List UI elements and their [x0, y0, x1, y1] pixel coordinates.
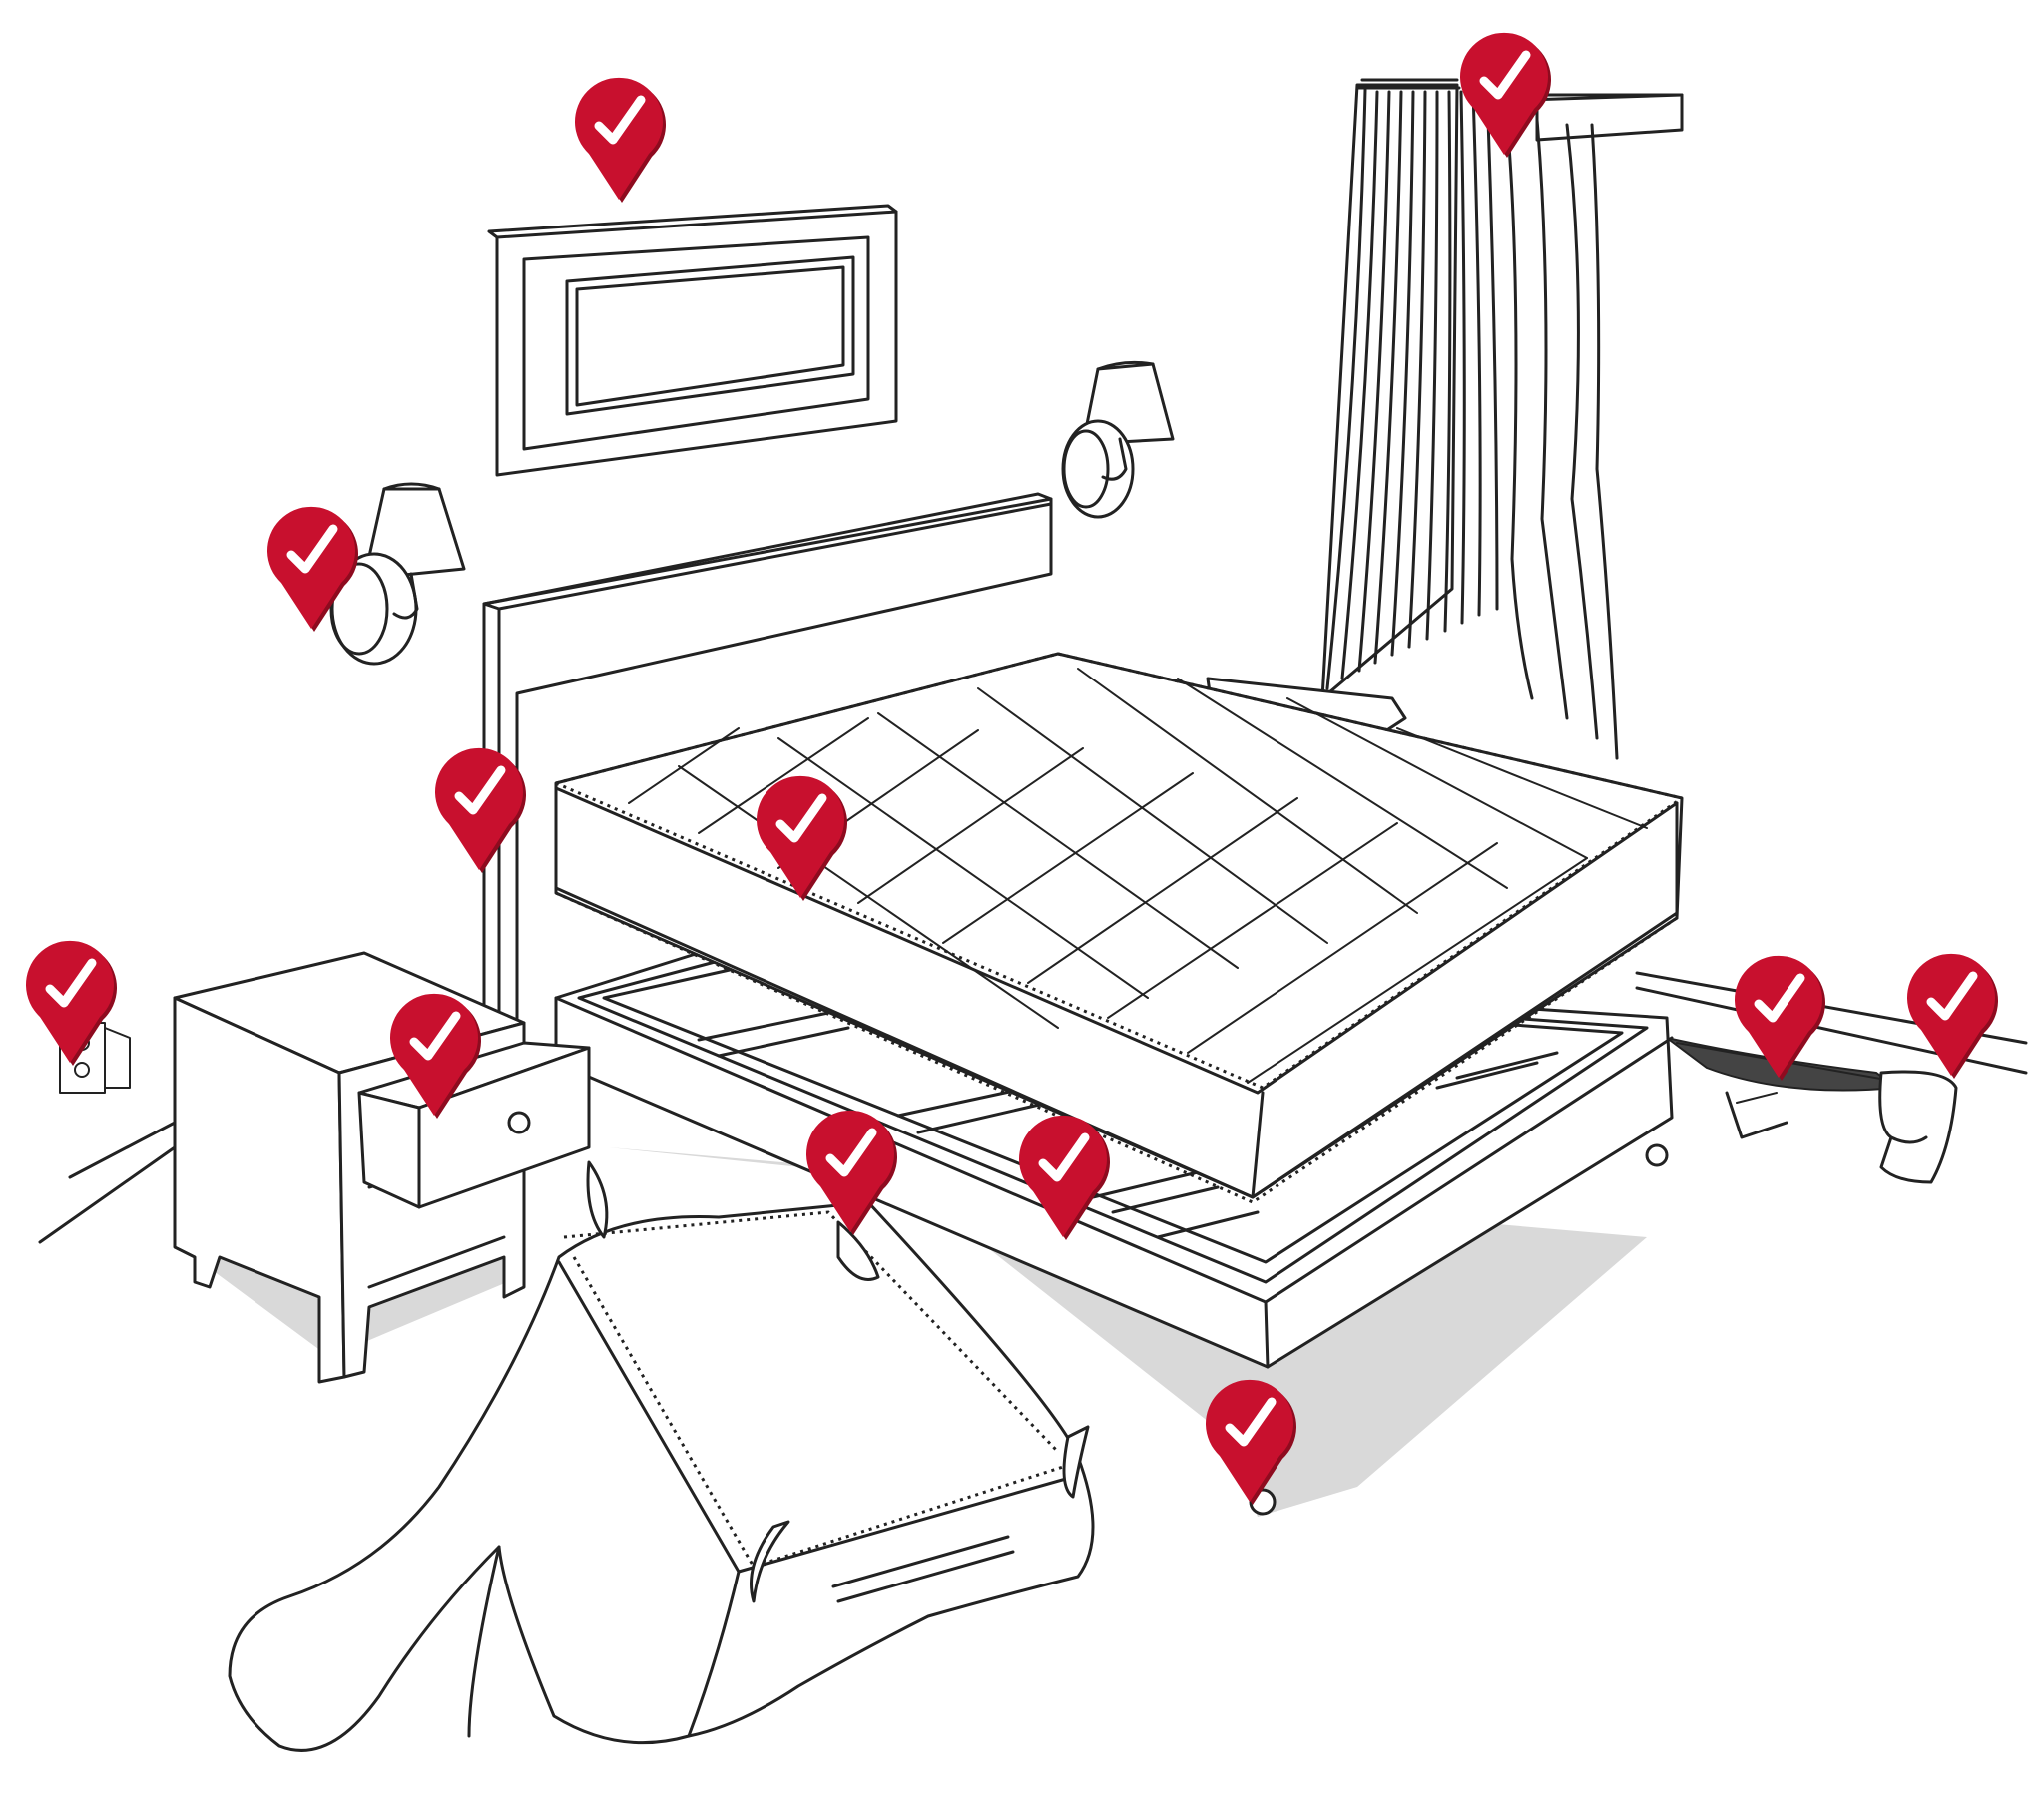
pin-bed-leg [1206, 1379, 1296, 1505]
pin-picture-frame [575, 77, 666, 203]
pin-curtain-rod [1460, 32, 1551, 159]
check-icon [1926, 971, 1978, 1021]
pin-electrical-outlet [26, 940, 118, 1066]
pin-box-spring-underside [806, 1110, 897, 1235]
check-icon [825, 1128, 877, 1177]
wall-lamp-right [1061, 360, 1175, 519]
pin-markers [26, 32, 1998, 1505]
check-icon [594, 95, 646, 145]
pin-headboard [435, 747, 526, 873]
wallpaper-peel [1878, 1070, 1958, 1184]
check-icon [1754, 973, 1805, 1023]
wall-lamp-left [329, 482, 466, 666]
pin-carpet-edge [1735, 955, 1825, 1081]
check-icon [286, 524, 338, 574]
check-icon [454, 765, 506, 815]
check-icon [775, 793, 827, 843]
check-icon [1225, 1397, 1277, 1447]
pin-bed-slats [1019, 1115, 1110, 1240]
mattress [554, 652, 1684, 1204]
curtain [1320, 78, 1684, 760]
check-icon [45, 958, 97, 1008]
check-icon [409, 1011, 461, 1061]
flipped-box-spring-fabric [228, 1160, 1095, 1752]
pin-mattress-top [757, 775, 847, 901]
check-icon [1479, 50, 1531, 100]
picture-frame [487, 204, 898, 477]
check-icon [1038, 1132, 1090, 1182]
nightstand [173, 951, 591, 1384]
pin-wallpaper-peel [1907, 953, 1998, 1079]
pin-nightstand-drawer [390, 993, 481, 1119]
pin-wall-lamp [267, 506, 358, 632]
